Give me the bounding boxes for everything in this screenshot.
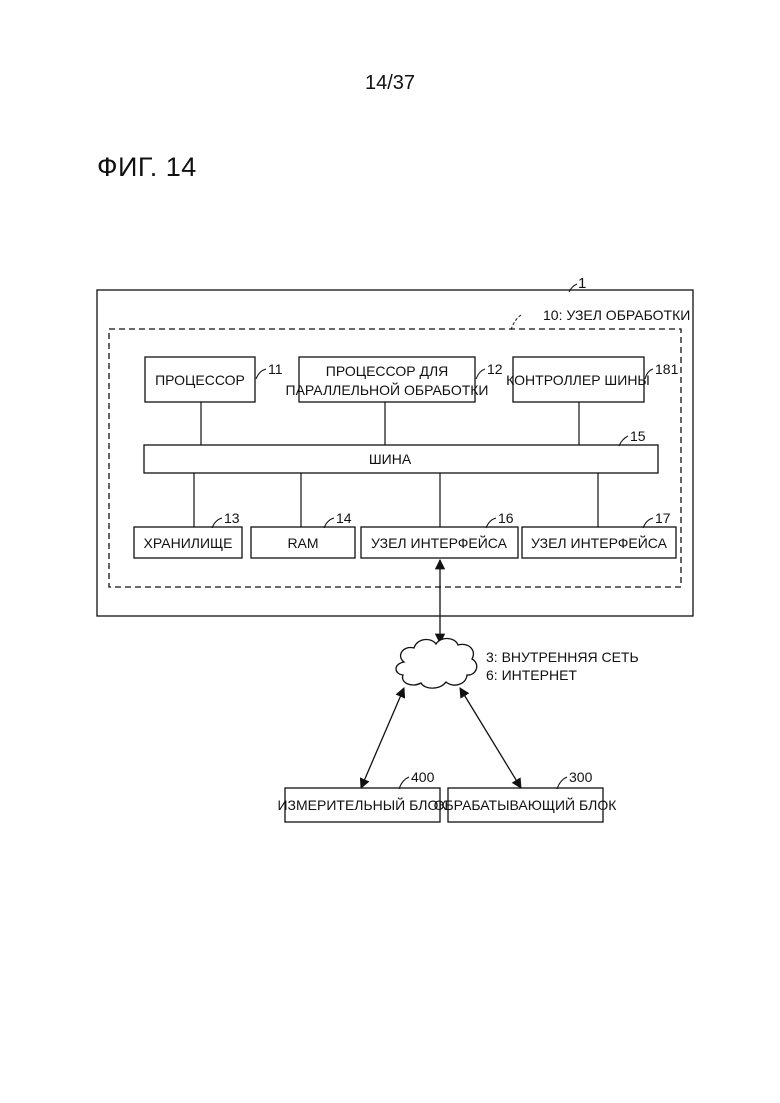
network-label-1: 3: ВНУТРЕННЯЯ СЕТЬ xyxy=(486,649,639,665)
bus-ref: 15 xyxy=(630,428,646,444)
processing-block-label: ОБРАБАТЫВАЮЩИЙ БЛОК xyxy=(434,796,618,813)
parallel-processor-label-2: ПАРАЛЛЕЛЬНОЙ ОБРАБОТКИ xyxy=(286,381,489,398)
processing-unit-label: 10: УЗЕЛ ОБРАБОТКИ xyxy=(543,307,690,323)
processing-block-ref: 300 xyxy=(569,769,593,785)
interface1-label: УЗЕЛ ИНТЕРФЕЙСА xyxy=(371,534,508,551)
bus-label: ШИНА xyxy=(369,451,412,467)
storage-ref: 13 xyxy=(224,510,240,526)
measuring-unit-ref-leader xyxy=(399,777,409,789)
bus-controller-label: КОНТРОЛЛЕР ШИНЫ xyxy=(506,372,650,388)
arrow-network-measuring xyxy=(361,688,404,788)
device-ref: 1 xyxy=(578,275,586,292)
storage-label: ХРАНИЛИЩЕ xyxy=(144,535,233,551)
interface2-ref: 17 xyxy=(655,510,671,526)
processing-block-ref-leader xyxy=(557,777,567,789)
processor-ref: 11 xyxy=(268,361,283,377)
ram-label: RAM xyxy=(287,535,318,551)
parallel-processor-label-1: ПРОЦЕССОР ДЛЯ xyxy=(326,363,449,379)
network-cloud-icon xyxy=(396,638,477,688)
ram-ref: 14 xyxy=(336,510,352,526)
network-label-2: 6: ИНТЕРНЕТ xyxy=(486,667,577,683)
interface1-ref: 16 xyxy=(498,510,514,526)
processor-label: ПРОЦЕССОР xyxy=(155,372,245,388)
parallel-processor-ref: 12 xyxy=(487,361,503,377)
bus-controller-ref: 181 xyxy=(655,361,679,377)
measuring-unit-label: ИЗМЕРИТЕЛЬНЫЙ БЛОК xyxy=(277,796,447,813)
arrow-network-processing xyxy=(460,688,521,788)
measuring-unit-ref: 400 xyxy=(411,769,435,785)
interface2-label: УЗЕЛ ИНТЕРФЕЙСА xyxy=(531,534,668,551)
